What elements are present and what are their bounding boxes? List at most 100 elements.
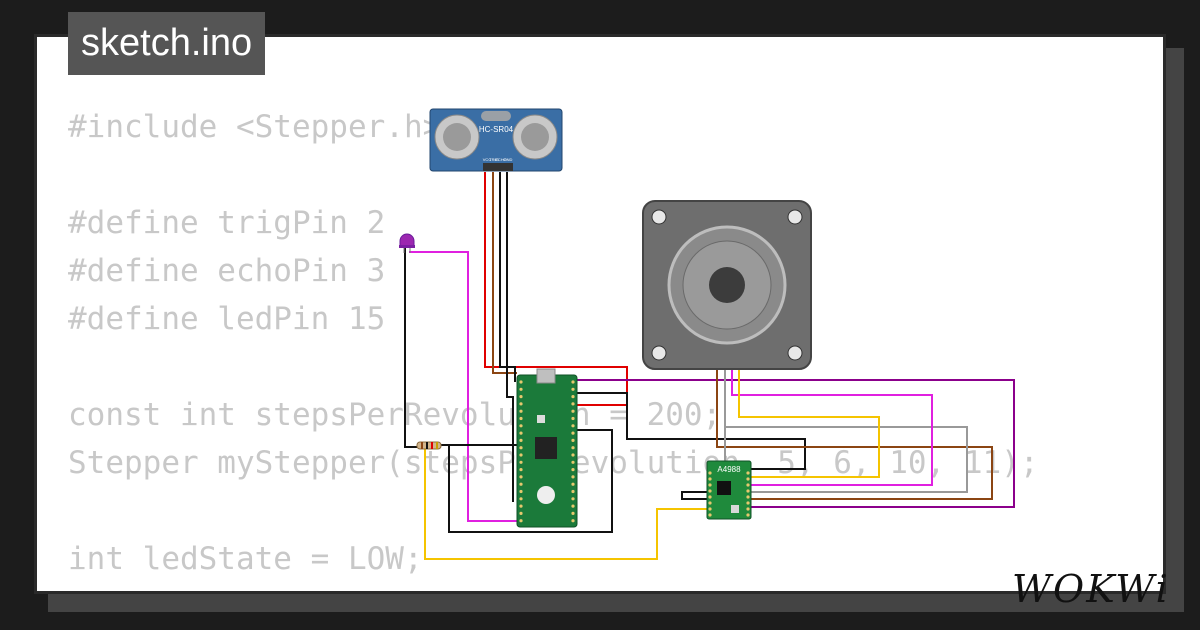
code-preview: #include <Stepper.h> #define trigPin 2 #d… <box>68 103 1039 591</box>
wokwi-logo: WOKWi <box>1012 567 1168 611</box>
pin[interactable] <box>519 438 523 442</box>
pin[interactable] <box>519 431 523 435</box>
pin[interactable] <box>519 395 523 399</box>
pin[interactable] <box>571 511 575 515</box>
pin[interactable] <box>571 475 575 479</box>
pin[interactable] <box>519 453 523 457</box>
pin[interactable] <box>519 460 523 464</box>
motor-screw-bottom-left <box>651 345 667 361</box>
pin[interactable] <box>571 468 575 472</box>
circuit-diagram: HC-SR04 VCC TRIG ECHO GND <box>399 108 1015 560</box>
pi-pico-board[interactable] <box>516 368 578 528</box>
pin[interactable] <box>571 453 575 457</box>
pin[interactable] <box>571 460 575 464</box>
driver-pin-rows <box>708 471 750 517</box>
wire-gray-motor-2 <box>724 369 968 493</box>
driver-chip <box>717 481 731 495</box>
pin[interactable] <box>519 387 523 391</box>
led-rim <box>399 245 415 248</box>
ultrasonic-sensor[interactable]: HC-SR04 VCC TRIG ECHO GND <box>429 108 563 172</box>
pin[interactable] <box>708 489 712 493</box>
motor-screw-bottom-right <box>787 345 803 361</box>
pin[interactable] <box>519 475 523 479</box>
pin[interactable] <box>746 471 750 475</box>
pin[interactable] <box>571 424 575 428</box>
pin[interactable] <box>571 438 575 442</box>
pin[interactable] <box>708 501 712 505</box>
pin[interactable] <box>746 507 750 511</box>
pin[interactable] <box>519 416 523 421</box>
pin[interactable] <box>571 489 575 494</box>
sensor-crystal <box>481 111 511 121</box>
sensor-label: HC-SR04 <box>479 125 514 134</box>
pin[interactable] <box>708 513 712 517</box>
pin[interactable] <box>519 424 523 428</box>
led[interactable] <box>399 233 415 253</box>
pin[interactable] <box>571 395 575 399</box>
pin[interactable] <box>519 482 523 486</box>
pin[interactable] <box>571 416 575 421</box>
pin[interactable] <box>708 483 712 487</box>
pin[interactable] <box>571 446 575 450</box>
pin[interactable] <box>519 504 523 508</box>
wire-yellow-motor <box>738 369 880 478</box>
stepper-motor[interactable] <box>642 200 812 370</box>
wire-red <box>484 172 628 406</box>
wire-magenta-motor <box>731 369 933 486</box>
wire-brown-motor <box>716 369 993 500</box>
motor-screw-top-right <box>787 209 803 225</box>
sensor-pin-label-echo: ECHO <box>495 157 507 162</box>
pin[interactable] <box>746 489 750 493</box>
code-line: int ledState = LOW; <box>68 541 423 577</box>
pin[interactable] <box>519 380 523 384</box>
wire-black-led <box>404 247 417 448</box>
wire-purple <box>577 379 1015 508</box>
pin[interactable] <box>519 446 523 450</box>
code-line: Stepper myStepper(stepsPerRevolution, 5,… <box>68 445 1039 481</box>
pin[interactable] <box>571 431 575 435</box>
pin[interactable] <box>571 402 575 406</box>
pin[interactable] <box>519 409 523 413</box>
pin[interactable] <box>519 511 523 515</box>
pin[interactable] <box>708 471 712 475</box>
pin[interactable] <box>571 409 575 413</box>
wires <box>404 172 1015 560</box>
code-line: #define ledPin 15 <box>68 301 386 337</box>
pin[interactable] <box>746 501 750 505</box>
pin[interactable] <box>708 477 712 481</box>
pin[interactable] <box>746 495 750 499</box>
pin[interactable] <box>746 483 750 487</box>
pin[interactable] <box>519 519 523 523</box>
resistor[interactable] <box>416 441 442 450</box>
sensor-mesh-left <box>443 123 471 151</box>
driver-potentiometer <box>731 505 739 513</box>
resistor-band-1 <box>421 442 423 449</box>
resistor-band-2 <box>426 442 428 449</box>
pin[interactable] <box>571 482 575 486</box>
pin[interactable] <box>519 497 523 501</box>
a4988-driver[interactable]: A4988 <box>706 460 752 520</box>
pico-usb-port <box>536 368 556 384</box>
pin[interactable] <box>571 497 575 501</box>
pin[interactable] <box>519 468 523 472</box>
sensor-pin-label-trig: TRIG <box>489 157 499 162</box>
code-line: #include <Stepper.h> <box>68 109 442 145</box>
code-line: #define echoPin 3 <box>68 253 386 289</box>
code-line: #define trigPin 2 <box>68 205 386 241</box>
pin[interactable] <box>708 507 712 511</box>
wire-yellow-bottom <box>424 445 709 560</box>
pin[interactable] <box>519 402 523 406</box>
pin[interactable] <box>571 519 575 523</box>
pico-chip <box>535 437 557 459</box>
resistor-band-3 <box>431 442 433 449</box>
pin[interactable] <box>571 387 575 391</box>
pin[interactable] <box>571 380 575 384</box>
sensor-mesh-right <box>521 123 549 151</box>
file-tab[interactable]: sketch.ino <box>68 12 266 75</box>
pin[interactable] <box>746 477 750 481</box>
pin[interactable] <box>571 504 575 508</box>
pin[interactable] <box>708 495 712 499</box>
pin[interactable] <box>746 513 750 517</box>
pin[interactable] <box>519 489 523 494</box>
pico-bootsel-button <box>537 415 545 423</box>
